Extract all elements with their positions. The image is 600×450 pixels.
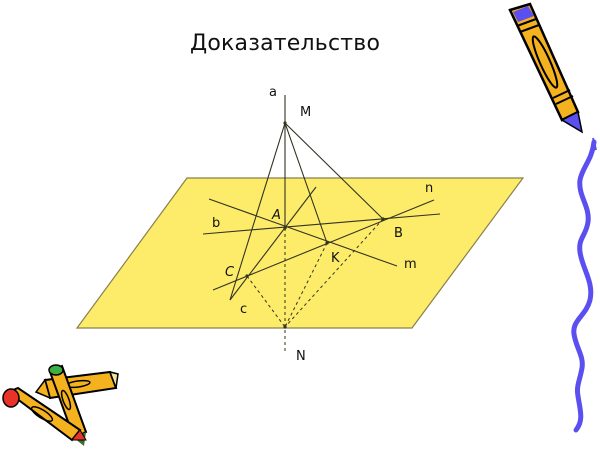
- label-b: b: [212, 216, 220, 231]
- plane: [75, 177, 525, 329]
- line-MC: [229, 122, 286, 301]
- point-B: [381, 217, 385, 221]
- dashed-CN: [246, 275, 286, 328]
- crossed-pencils-icon: [2, 364, 119, 446]
- line-MK: [284, 122, 328, 244]
- line-b: [202, 213, 441, 235]
- point-C: [245, 274, 249, 278]
- point-N: [283, 325, 287, 329]
- pencil-clipart-icon: [508, 2, 597, 151]
- label-m: m: [404, 257, 417, 272]
- point-M: [283, 121, 287, 125]
- label-A: A: [271, 208, 281, 223]
- point-K: [325, 241, 329, 245]
- label-a: a: [269, 85, 277, 100]
- points: [245, 121, 385, 329]
- label-c: c: [240, 302, 247, 317]
- label-n: n: [425, 181, 433, 196]
- point-A: [283, 226, 287, 230]
- dashed-KN: [284, 242, 328, 328]
- dashed-lines: [246, 218, 384, 352]
- line-c: [229, 186, 317, 301]
- label-B: B: [394, 226, 403, 241]
- label-K: K: [331, 251, 340, 266]
- dashed-BN: [284, 218, 384, 328]
- slide-title: Доказательство: [190, 31, 381, 56]
- line-m: [208, 198, 398, 267]
- label-N: N: [296, 349, 306, 364]
- line-MB: [284, 122, 384, 220]
- wavy-line-icon: [571, 139, 597, 433]
- line-n: [212, 199, 435, 291]
- label-C: C: [225, 265, 235, 280]
- label-M: M: [300, 105, 311, 120]
